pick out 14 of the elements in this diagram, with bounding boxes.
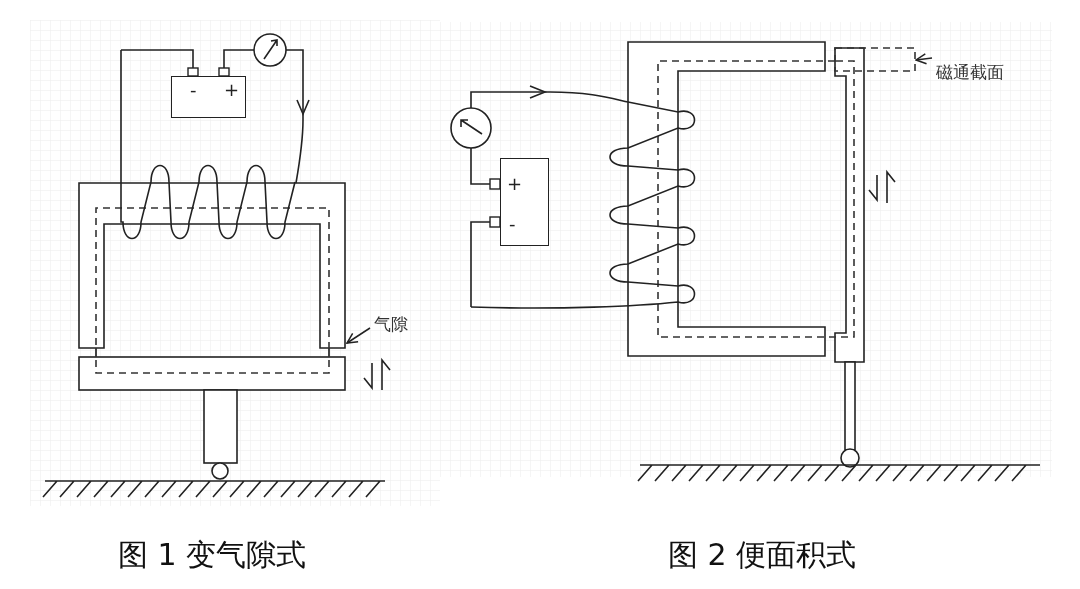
flux-section-outline [834,47,916,72]
minus-sign: - [190,81,197,99]
callout-label: 磁通截面 [936,62,1004,82]
leader-line [346,327,371,344]
battery-box [500,158,549,246]
leader-line [915,53,933,65]
figure-caption: 图 1 变气隙式 [118,538,307,572]
plus-sign: + [507,175,523,193]
magnetic-core-drawing [78,182,346,391]
callout-label: 气隙 [374,314,408,334]
figure-caption: 图 2 便面积式 [668,538,857,572]
plus-sign: + [224,81,240,99]
battery-box [171,76,246,118]
minus-sign: - [509,215,516,233]
